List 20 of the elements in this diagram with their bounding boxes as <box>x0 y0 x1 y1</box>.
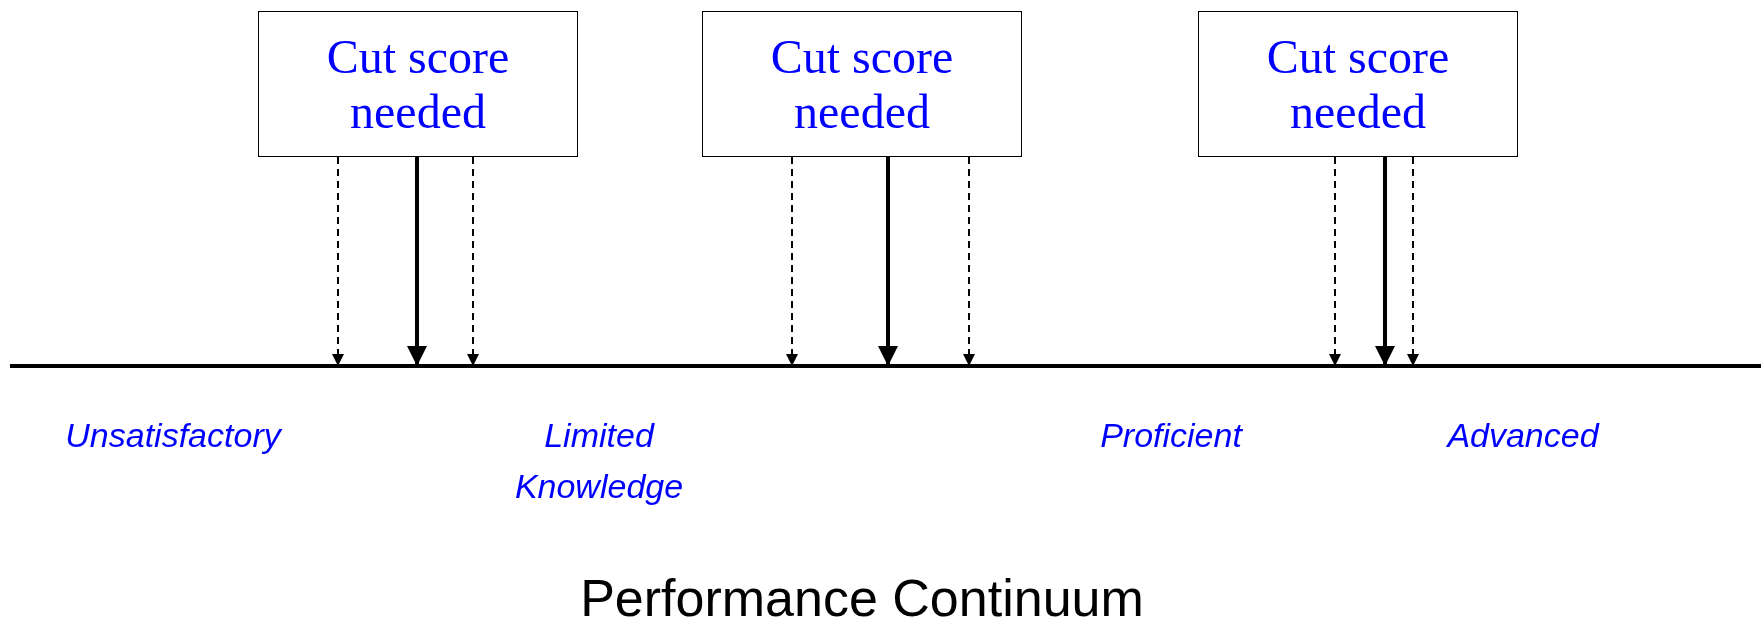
arrow <box>786 156 798 366</box>
cut-score-box <box>1198 11 1518 157</box>
cut-score-box <box>258 11 578 157</box>
arrow <box>1407 156 1419 366</box>
level-label: Unsatisfactory <box>64 415 284 456</box>
arrow <box>963 156 975 366</box>
level-label: Advanced <box>1445 415 1601 456</box>
arrow <box>467 156 479 366</box>
arrow <box>407 157 427 366</box>
box-text: Cut score needed <box>325 28 511 140</box>
box-text: Cut score needed <box>1265 28 1451 140</box>
arrow <box>332 156 344 366</box>
arrow <box>1329 156 1341 366</box>
box-text: Cut score needed <box>769 28 955 140</box>
arrow <box>878 157 898 366</box>
cut-score-box <box>702 11 1022 157</box>
arrow <box>1375 157 1395 366</box>
axis-caption: Performance Continuum <box>579 572 1145 624</box>
level-label: Proficient <box>1099 415 1244 456</box>
level-label: Limited Knowledge <box>513 415 685 507</box>
